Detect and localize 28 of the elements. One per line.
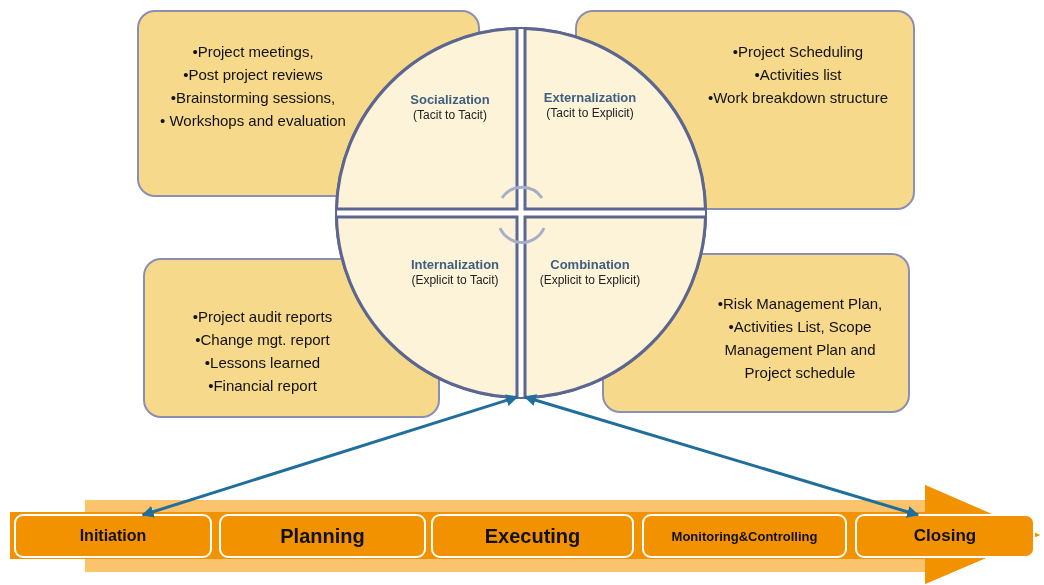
list-item: •Activities list	[754, 65, 842, 85]
phase-box: Closing	[855, 514, 1035, 558]
list-item: •Project Scheduling	[732, 42, 864, 62]
quadrant-subtitle: (Explicit to Tacit)	[410, 273, 500, 288]
quadrant-title: Internalization	[409, 256, 501, 273]
quadrant-title: Combination	[549, 256, 631, 273]
phase-box: Executing	[431, 514, 634, 558]
quadrant-subtitle: (Tacit to Explicit)	[545, 106, 635, 121]
quadrant-title: Externalization	[542, 89, 638, 106]
list-item: •Activities List, Scope Management Plan and Project schedule	[723, 317, 877, 383]
list-item: •Brainstorming sessions,	[170, 88, 336, 108]
list-item: •Post project reviews	[183, 65, 323, 85]
list-item: •Risk Management Plan,	[717, 294, 883, 314]
quadrant-subtitle: (Tacit to Tacit)	[412, 108, 488, 123]
double-arrow	[141, 394, 519, 518]
list-item: •Lessons learned	[204, 353, 321, 373]
phase-box: Initiation	[14, 514, 212, 558]
quadrant-subtitle: (Explicit to Explicit)	[538, 273, 642, 288]
phase-box: Planning	[219, 514, 426, 558]
list-item: •Project audit reports	[192, 307, 333, 327]
list-item: •Project meetings,	[192, 42, 314, 62]
list-item: • Workshops and evaluation	[160, 111, 346, 131]
phase-box: Monitoring&Controlling	[642, 514, 847, 558]
quadrant-title: Socialization	[409, 91, 491, 108]
list-item: •Financial report	[208, 376, 317, 396]
list-item: •Change mgt. report	[195, 330, 330, 350]
double-arrow	[523, 394, 920, 518]
list-item: •Work breakdown structure	[707, 88, 888, 108]
